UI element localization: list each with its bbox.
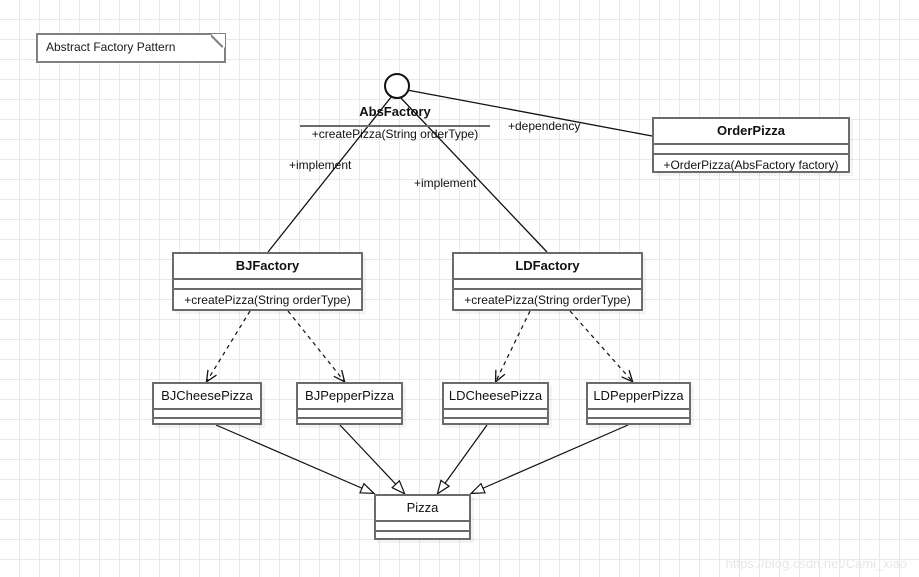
note-fold-icon [211,34,225,48]
class-ldfactory[interactable]: LDFactory +createPizza(String orderType) [452,252,643,311]
class-attributes-ldfactory [454,278,641,288]
watermark: https://blog.csdn.net/Cami_xiao [725,556,907,571]
edge-bjfactory-bjcheesepizza [205,310,251,384]
class-operations-ldcheesepizza [444,417,547,429]
edge-label-dependency: +dependency [508,119,581,133]
class-bjpepperpizza[interactable]: BJPepperPizza [296,382,403,425]
class-pizza[interactable]: Pizza [374,494,471,540]
interface-name-absfactory: AbsFactory [359,104,431,119]
class-ldcheesepizza[interactable]: LDCheesePizza [442,382,549,425]
class-name-ldfactory: LDFactory [515,258,580,273]
class-bjcheesepizza[interactable]: BJCheesePizza [152,382,262,425]
class-ldpepperpizza[interactable]: LDPepperPizza [586,382,691,425]
class-bjfactory[interactable]: BJFactory +createPizza(String orderType) [172,252,363,311]
class-attributes-ldpepperpizza [588,408,689,417]
edge-gen-ldcheesepizza-pizza [436,424,488,496]
class-operation-orderpizza: +OrderPizza(AbsFactory factory) [654,153,848,175]
edge-gen-ldpepperpizza-pizza [469,424,629,495]
edge-bjfactory-bjpepperpizza [287,310,346,384]
edge-gen-bjcheesepizza-pizza [215,424,376,495]
edge-gen-bjpepperpizza-pizza [339,424,406,495]
edge-label-implement-ldfactory: +implement [414,176,477,190]
class-orderpizza[interactable]: OrderPizza +OrderPizza(AbsFactory factor… [652,117,850,173]
class-attributes-ldcheesepizza [444,408,547,417]
class-name-orderpizza: OrderPizza [717,123,785,138]
class-name-bjcheesepizza: BJCheesePizza [161,388,253,403]
class-name-ldcheesepizza: LDCheesePizza [448,388,543,403]
class-attributes-bjpepperpizza [298,408,401,417]
class-operations-pizza [376,530,469,542]
class-operations-bjpepperpizza [298,417,401,429]
class-name-bjfactory: BJFactory [235,258,300,273]
note-abstract-factory-pattern[interactable]: Abstract Factory Pattern [36,33,226,63]
class-operation-ldfactory: +createPizza(String orderType) [454,288,641,310]
class-name-pizza: Pizza [406,500,439,515]
class-operations-ldpepperpizza [588,417,689,429]
interface-operation-createpizza: +createPizza(String orderType) [311,127,479,141]
edge-ldfactory-ldpepperpizza [569,310,634,383]
class-attributes-bjcheesepizza [154,408,260,417]
class-operation-bjfactory: +createPizza(String orderType) [174,288,361,310]
class-operations-bjcheesepizza [154,417,260,429]
interface-lollipop-icon [384,73,410,99]
class-attributes-bjfactory [174,278,361,288]
interface-divider [300,125,490,127]
note-label: Abstract Factory Pattern [46,40,176,54]
class-name-bjpepperpizza: BJPepperPizza [305,388,394,403]
edge-label-implement-bjfactory: +implement [289,158,352,172]
class-name-ldpepperpizza: LDPepperPizza [593,388,684,403]
class-attributes-pizza [376,520,469,530]
edge-ldfactory-ldcheesepizza [494,310,531,384]
class-attributes-orderpizza [654,143,848,153]
